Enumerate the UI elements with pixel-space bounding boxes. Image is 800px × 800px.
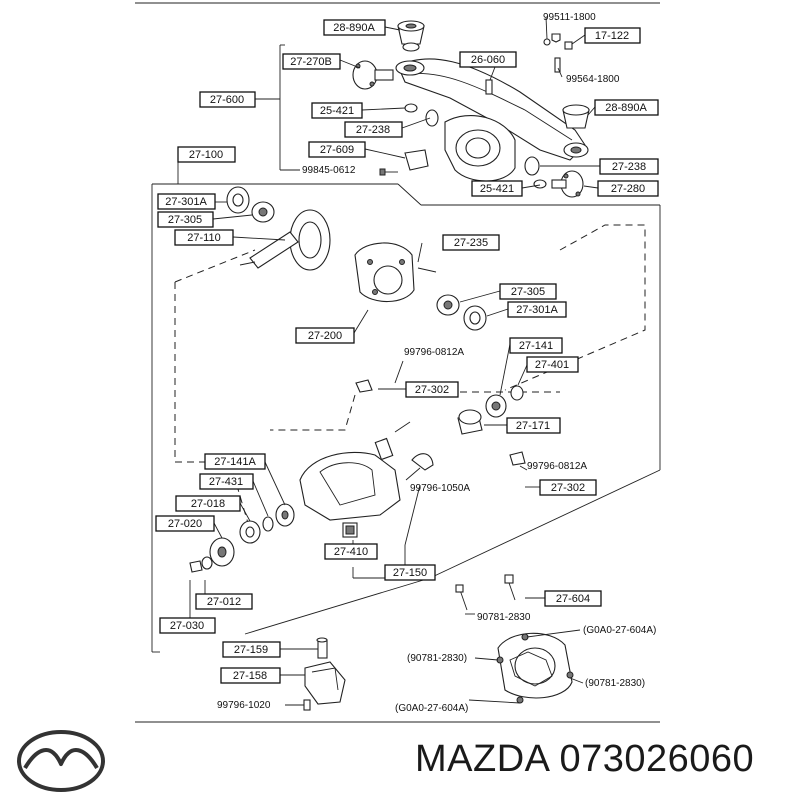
- part-label-27-012: 27-012: [207, 596, 241, 608]
- part-label-27-401: 27-401: [535, 359, 569, 371]
- middle-labels: 27-100 27-301A 27-305 27-110 27-235 27-3…: [155, 146, 602, 634]
- part-label-27-301a: 27-301A: [165, 196, 207, 208]
- differential-parts: [189, 186, 526, 611]
- part-label-25-421-right: 25-421: [480, 183, 514, 195]
- part-label-27-158: 27-158: [233, 670, 267, 682]
- differential-frame: [151, 162, 661, 653]
- crossmember-assembly: [352, 20, 590, 198]
- part-label-27-020: 27-020: [168, 518, 202, 530]
- part-label-27-301a-right: 27-301A: [516, 304, 558, 316]
- bottom-leader-lines: [280, 629, 584, 706]
- part-label-99796-0812a-lower: 99796-0812A: [527, 461, 587, 472]
- part-label-27-302-lower: 27-302: [551, 482, 585, 494]
- part-label-27-018: 27-018: [191, 498, 225, 510]
- top-leader-lines: [255, 16, 600, 189]
- part-label-27-141a: 27-141A: [214, 456, 256, 468]
- part-label-28-890a-right: 28-890A: [605, 102, 647, 114]
- part-label-27-431: 27-431: [209, 476, 243, 488]
- part-label-27-305: 27-305: [168, 214, 202, 226]
- part-label-90781-2830-right: (90781-2830): [585, 678, 645, 689]
- part-label-27-150: 27-150: [393, 567, 427, 579]
- part-label-28-890a: 28-890A: [333, 22, 375, 34]
- top-labels: 28-890A 99511-1800 17-122 27-270B 26-060…: [199, 12, 659, 197]
- part-label-99796-1050a: 99796-1050A: [410, 483, 470, 494]
- part-label-99845-0612: 99845-0612: [302, 165, 356, 176]
- bottom-mount-parts: [303, 632, 574, 711]
- part-label-25-421: 25-421: [320, 105, 354, 117]
- part-label-27-302: 27-302: [415, 384, 449, 396]
- part-label-99564-1800: 99564-1800: [566, 74, 620, 85]
- part-label-27-280: 27-280: [611, 183, 645, 195]
- part-label-27-100: 27-100: [189, 149, 223, 161]
- part-label-99511-1800: 99511-1800: [543, 12, 596, 23]
- bottom-labels: (G0A0-27-604A) (90781-2830) 27-159 (9078…: [217, 625, 656, 714]
- mazda-logo-icon: [17, 730, 105, 792]
- part-label-27-171: 27-171: [516, 420, 550, 432]
- part-label-27-609: 27-609: [320, 144, 354, 156]
- part-label-27-141: 27-141: [519, 340, 553, 352]
- part-label-27-200: 27-200: [308, 330, 342, 342]
- part-label-99796-1020: 99796-1020: [217, 700, 271, 711]
- part-label-27-604: 27-604: [556, 593, 590, 605]
- part-label-g0a0-27-604a-lower: (G0A0-27-604A): [395, 703, 468, 714]
- part-label-90781-2830: 90781-2830: [477, 612, 531, 623]
- part-label-90781-2830-left: (90781-2830): [407, 653, 467, 664]
- part-label-27-030: 27-030: [170, 620, 204, 632]
- part-label-17-122: 17-122: [595, 30, 629, 42]
- part-label-27-238-right: 27-238: [612, 161, 646, 173]
- part-label-27-110: 27-110: [187, 232, 220, 244]
- part-label-27-410: 27-410: [334, 546, 368, 558]
- brand-caption: MAZDA 073026060: [415, 738, 755, 780]
- part-label-26-060: 26-060: [471, 54, 505, 66]
- part-label-27-238: 27-238: [356, 124, 390, 136]
- part-label-27-305-right: 27-305: [511, 286, 545, 298]
- part-label-g0a0-27-604a: (G0A0-27-604A): [583, 625, 656, 636]
- part-label-27-600: 27-600: [210, 94, 244, 106]
- part-label-99796-0812a: 99796-0812A: [404, 347, 464, 358]
- part-label-27-235: 27-235: [454, 237, 488, 249]
- part-label-27-270b: 27-270B: [290, 56, 332, 68]
- part-label-27-159: 27-159: [234, 644, 268, 656]
